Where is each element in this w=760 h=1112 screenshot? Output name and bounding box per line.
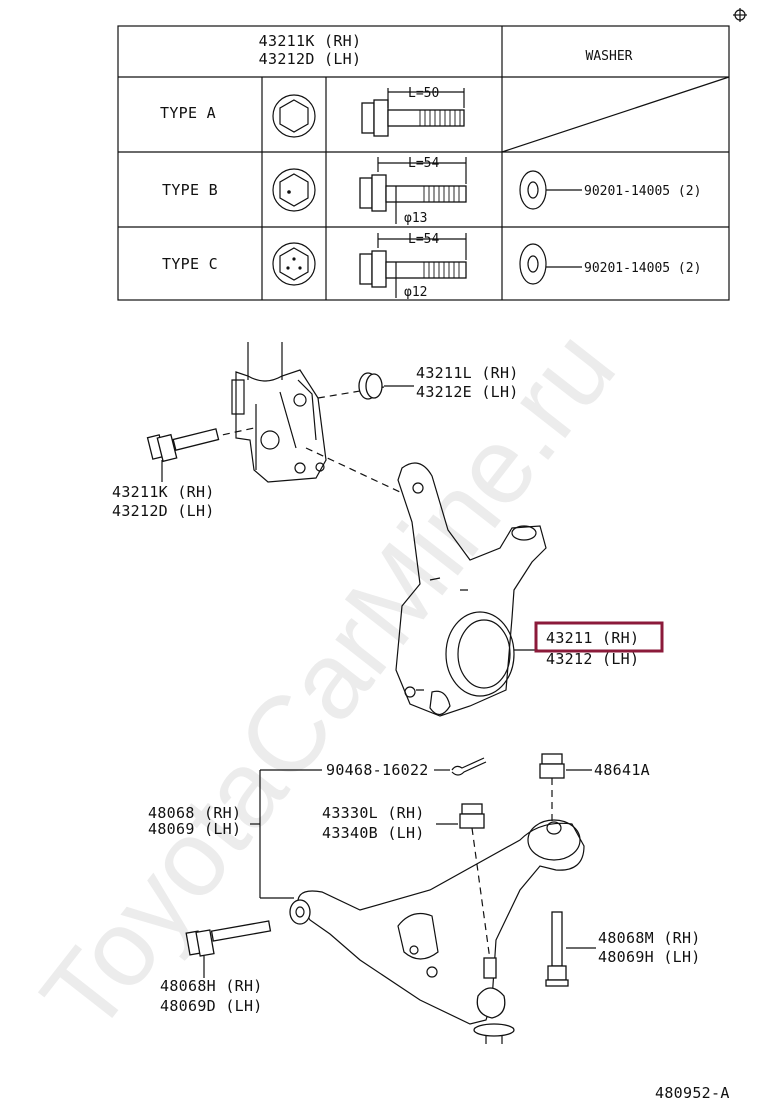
watermark: ToyotaCarMine.ru — [18, 308, 638, 1054]
type-b-washer-part: 90201-14005 (2) — [584, 184, 701, 199]
type-a-label: TYPE A — [160, 104, 216, 122]
figure-code: 480952-A — [655, 1084, 730, 1102]
type-c-diameter: φ12 — [404, 285, 427, 300]
hex-head-type-a-icon — [272, 94, 316, 138]
nut-lh-label: 43212E (LH) — [416, 383, 519, 401]
front-bolt-lh-label: 48069D (LH) — [160, 997, 263, 1015]
lower-arm-rh-label: 48068 (RH) — [148, 804, 241, 822]
lower-arm-lh-label: 48069 (LH) — [148, 820, 241, 838]
ball-joint-nut-lh-label: 43340B (LH) — [322, 824, 425, 842]
arm-nut-icon — [539, 753, 592, 779]
hex-head-type-c-icon — [272, 242, 316, 286]
bolt-type-a-icon — [361, 88, 465, 137]
bolt-type-b-icon — [359, 157, 467, 224]
rear-bolt-icon — [545, 911, 596, 987]
type-a-length: L=50 — [408, 86, 439, 101]
lower-control-arm-drawing — [289, 819, 585, 1025]
type-c-washer-part: 90201-14005 (2) — [584, 261, 701, 276]
washer-type-c-icon — [519, 243, 582, 285]
washer-type-b-icon — [519, 170, 582, 210]
type-b-length: L=54 — [408, 156, 439, 171]
ball-joint-icon — [473, 957, 515, 1044]
steering-knuckle-drawing — [395, 462, 547, 717]
type-c-length: L=54 — [408, 232, 439, 247]
type-b-label: TYPE B — [162, 181, 218, 199]
rear-bolt-rh-label: 48068M (RH) — [598, 929, 701, 947]
ball-joint-nut-icon — [459, 803, 485, 829]
front-bolt-icon — [185, 920, 272, 978]
cotter-pin-label: 90468-16022 — [326, 761, 429, 779]
ball-joint-nut-rh-label: 43330L (RH) — [322, 804, 425, 822]
bolt-type-c-icon — [359, 233, 467, 298]
bolt-type-table — [117, 25, 730, 301]
highlighted-part-box — [534, 621, 664, 653]
front-bolt-rh-label: 48068H (RH) — [160, 977, 263, 995]
rear-bolt-lh-label: 48069H (LH) — [598, 948, 701, 966]
type-c-label: TYPE C — [162, 255, 218, 273]
strut-bracket-drawing — [231, 342, 327, 483]
no-washer-diagonal — [501, 76, 730, 153]
knuckle-lh-label: 43212 (LH) — [546, 650, 639, 668]
cotter-pin-icon — [434, 757, 487, 776]
upper-bolt-lh-label: 43212D (LH) — [112, 502, 215, 520]
type-b-diameter: φ13 — [404, 211, 427, 226]
arm-nut-label: 48641A — [594, 761, 650, 779]
upper-bolt-rh-label: 43211K (RH) — [112, 483, 215, 501]
table-header-washer: WASHER — [586, 49, 633, 64]
knuckle-rh-label: 43211 (RH) — [546, 629, 639, 647]
corner-mark — [733, 8, 747, 22]
camber-bolt-icon — [146, 428, 220, 482]
hex-head-type-b-icon — [272, 168, 316, 212]
table-header-bolt-lh: 43212D (LH) — [259, 50, 362, 68]
table-header-bolt-rh: 43211K (RH) — [259, 32, 362, 50]
nut-rh-label: 43211L (RH) — [416, 364, 519, 382]
flange-nut-icon — [358, 372, 414, 400]
